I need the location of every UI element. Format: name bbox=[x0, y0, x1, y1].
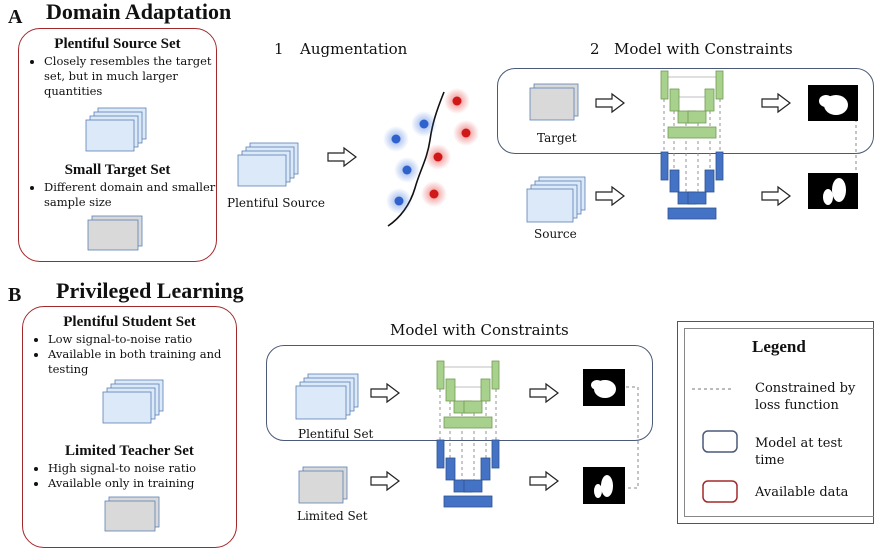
student-bullet: Available in both training and testing bbox=[48, 347, 248, 377]
unet-block-blue bbox=[687, 191, 707, 205]
source-output-arrow bbox=[761, 185, 791, 207]
red-point bbox=[429, 189, 439, 199]
blue-point bbox=[391, 134, 401, 144]
legend-label-constrained: Constrained by loss function bbox=[755, 381, 856, 413]
unet-block-green bbox=[443, 416, 493, 429]
limited-set-caption: Limited Set bbox=[297, 509, 368, 523]
teacher-set-title: Limited Teacher Set bbox=[65, 443, 194, 459]
step2-number: 2 bbox=[590, 40, 600, 58]
student-set-image-stack bbox=[102, 391, 152, 424]
target-caption: Target bbox=[537, 131, 577, 145]
teacher-set-bullets: High signal-to noise ratio Available onl… bbox=[32, 461, 248, 491]
step1-number: 1 bbox=[274, 40, 284, 58]
output-constraint-line-b bbox=[626, 386, 639, 489]
unet-block-blue bbox=[443, 495, 493, 508]
unet-block-blue bbox=[480, 457, 491, 481]
unet-block-green bbox=[704, 88, 715, 112]
scatter-points bbox=[383, 88, 479, 214]
unet-block-blue bbox=[669, 169, 680, 193]
blue-point bbox=[402, 165, 412, 175]
target-image bbox=[529, 87, 575, 121]
panel-b-title: Privileged Learning bbox=[56, 278, 244, 303]
model-label-b: Model with Constraints bbox=[390, 321, 569, 339]
target-bullet: Different domain and smaller sample size bbox=[44, 180, 224, 210]
step2-label: Model with Constraints bbox=[614, 40, 793, 58]
panel-a-letter: A bbox=[8, 6, 23, 28]
source-set-title: Plentiful Source Set bbox=[54, 36, 181, 52]
source-caption: Source bbox=[534, 227, 577, 241]
limited-prediction-mask-blob bbox=[594, 484, 602, 498]
student-set-title: Plentiful Student Set bbox=[63, 314, 196, 330]
blue-point bbox=[394, 196, 404, 206]
panel-b-letter: B bbox=[8, 284, 22, 306]
unet-block-blue bbox=[704, 169, 715, 193]
source-prediction-mask-blob bbox=[832, 178, 846, 202]
target-prediction-mask-blob bbox=[824, 95, 848, 115]
unet-block-green bbox=[491, 360, 500, 390]
source-prediction-mask-blob bbox=[823, 189, 833, 205]
student-set-bullets: Low signal-to-noise ratio Available in b… bbox=[32, 332, 248, 377]
plentiful-source-image-stack bbox=[237, 154, 287, 187]
target-output-arrow bbox=[761, 92, 791, 114]
source-bullet: Closely resembles the target set, but in… bbox=[44, 54, 224, 99]
generated-shapes bbox=[85, 70, 858, 532]
augmentation-arrow bbox=[327, 146, 357, 168]
plentiful-input-arrow bbox=[370, 382, 400, 404]
teacher-bullet: Available only in training bbox=[48, 476, 248, 491]
target-set-bullets: Different domain and smaller sample size bbox=[28, 180, 224, 210]
limited-output-arrow bbox=[529, 470, 559, 492]
unet-block-green bbox=[480, 378, 491, 402]
unet-block-green bbox=[445, 378, 456, 402]
limited-input-arrow bbox=[370, 470, 400, 492]
unet-block-green bbox=[715, 70, 724, 100]
red-point bbox=[433, 152, 443, 162]
source-set-bullets: Closely resembles the target set, but in… bbox=[28, 54, 224, 99]
legend-title: Legend bbox=[752, 337, 806, 356]
step1-label: Augmentation bbox=[300, 40, 408, 58]
unet-block-green bbox=[660, 70, 669, 100]
limited-prediction-mask-blob bbox=[601, 475, 613, 497]
teacher-set-image-stack bbox=[104, 500, 156, 532]
plentiful-set-images bbox=[295, 385, 347, 420]
teacher-bullet: High signal-to noise ratio bbox=[48, 461, 248, 476]
unet-block-green bbox=[436, 360, 445, 390]
plentiful-set-caption: Plentiful Set bbox=[298, 427, 374, 441]
target-input-arrow bbox=[595, 92, 625, 114]
red-point bbox=[461, 128, 471, 138]
unet-block-green bbox=[669, 88, 680, 112]
unet-block-blue bbox=[715, 151, 724, 181]
source-set-image-stack bbox=[85, 119, 135, 152]
plentiful-output-arrow bbox=[529, 382, 559, 404]
unet-block-blue bbox=[445, 457, 456, 481]
limited-set-image bbox=[298, 470, 344, 504]
unet-block-green bbox=[463, 400, 483, 414]
unet-block-blue bbox=[436, 439, 445, 469]
unet-block-blue bbox=[660, 151, 669, 181]
legend-inner-border bbox=[684, 328, 874, 517]
blue-point bbox=[419, 119, 429, 129]
unet-block-green bbox=[667, 126, 717, 139]
panel-a-title: Domain Adaptation bbox=[46, 0, 232, 24]
unet-block-blue bbox=[463, 479, 483, 493]
legend-label-model: Model at test time bbox=[755, 436, 843, 468]
unet-block-green bbox=[687, 110, 707, 124]
unet-block-blue bbox=[491, 439, 500, 469]
source-input-arrow bbox=[595, 185, 625, 207]
student-bullet: Low signal-to-noise ratio bbox=[48, 332, 248, 347]
target-set-image-stack bbox=[87, 219, 139, 251]
red-point bbox=[452, 96, 462, 106]
legend-red-box-icon bbox=[702, 480, 738, 503]
source-images bbox=[526, 188, 574, 223]
unet-block-blue bbox=[667, 207, 717, 220]
plentiful-source-caption: Plentiful Source bbox=[227, 196, 325, 210]
target-set-title: Small Target Set bbox=[64, 162, 171, 178]
plentiful-prediction-mask-blob bbox=[594, 380, 616, 398]
legend-label-data: Available data bbox=[755, 485, 849, 500]
legend-blue-box-icon bbox=[702, 430, 738, 453]
